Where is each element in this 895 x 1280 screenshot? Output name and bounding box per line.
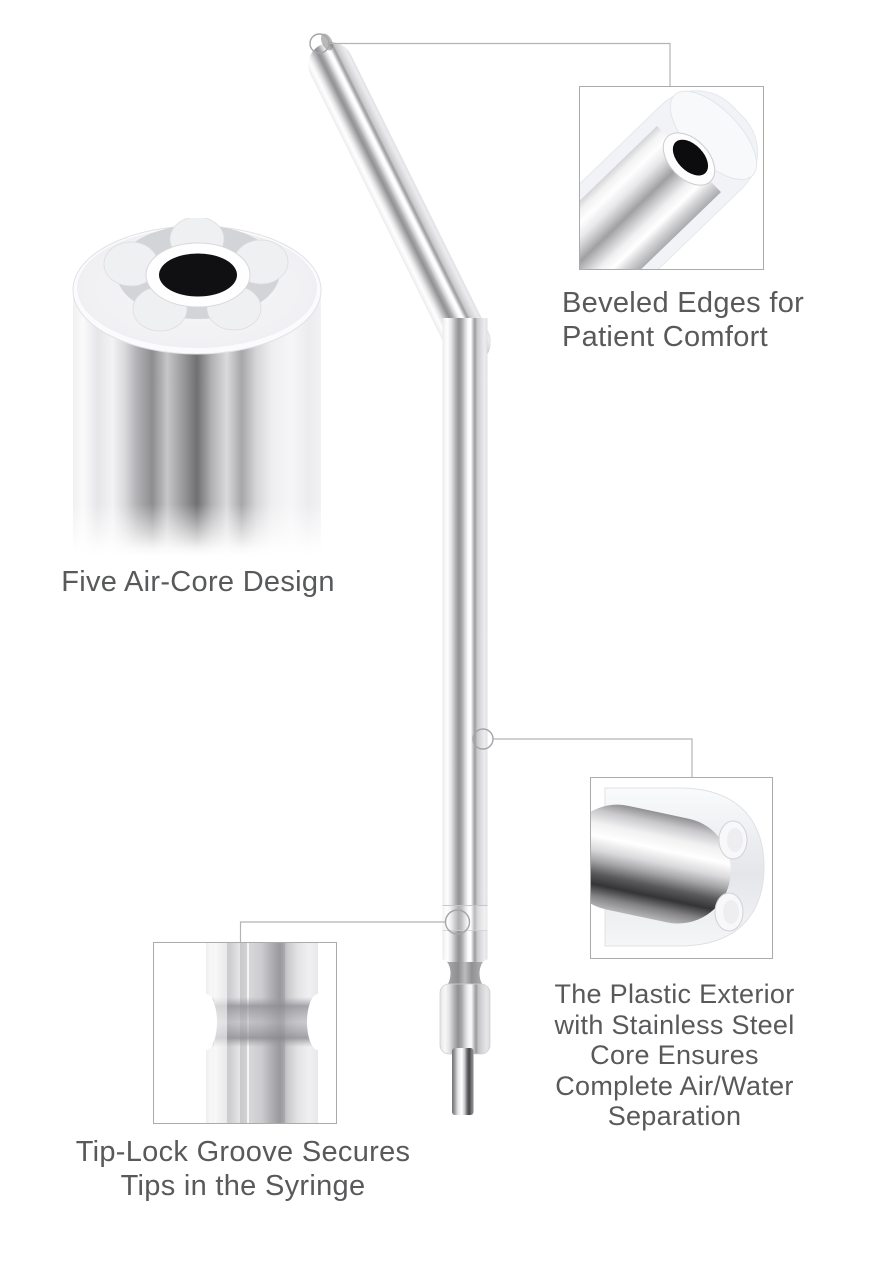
metal-core-tube <box>580 125 721 269</box>
groove-pinch-left <box>434 959 451 988</box>
tip-lock-groove <box>442 962 488 985</box>
cross-section-illustration <box>591 787 765 947</box>
syringe-angled-tube <box>308 42 492 365</box>
marker-circle-tip <box>309 33 330 54</box>
tip-lock-groove-illustration <box>195 943 329 1123</box>
tip-lock-label: Tip-Lock Groove Secures Tips in the Syri… <box>75 1136 411 1202</box>
tube-highlight <box>214 943 227 1123</box>
marker-circle-shaft <box>472 728 494 750</box>
five-air-core-label: Five Air-Core Design <box>61 566 335 598</box>
beveled-tip-illustration <box>580 90 759 269</box>
connector-band <box>442 905 488 931</box>
beveled-edges-box <box>579 86 764 270</box>
beveled-edges-label: Beveled Edges for Patient Comfort <box>562 287 805 353</box>
marker-circle-groove <box>444 909 471 935</box>
inner-metal-stem <box>452 1048 474 1115</box>
five-air-core-illustration <box>68 218 326 556</box>
leader-line-tiplock <box>239 921 446 942</box>
tip-hole <box>672 139 709 176</box>
syringe-vertical-tube <box>442 318 488 962</box>
stainless-steel-core <box>591 804 731 924</box>
groove-pinch-left <box>195 994 217 1050</box>
plastic-exterior-label: The Plastic Exterior with Stainless Stee… <box>554 979 795 1131</box>
groove-pinch-right <box>479 959 496 988</box>
leader-line-beveled <box>329 42 671 86</box>
base-sleeve-shade <box>440 984 490 1054</box>
bottom-fade <box>68 504 326 556</box>
center-water-hole <box>159 253 237 297</box>
tip-opening-detail <box>321 33 333 51</box>
air-hole-upper-inner <box>727 828 743 852</box>
groove-pinch-right <box>307 994 329 1050</box>
leader-line-plastic <box>493 738 693 777</box>
air-hole-lower-inner <box>723 900 739 924</box>
tip-lock-box <box>153 942 337 1124</box>
plastic-exterior-box <box>590 777 773 959</box>
